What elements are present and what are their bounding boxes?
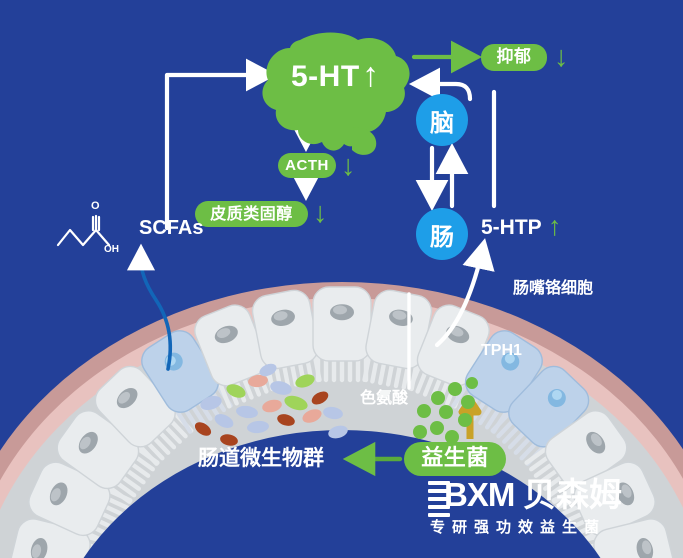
- arrow-brain-to-5ht: [408, 67, 473, 102]
- probiotic-dot: [466, 377, 478, 389]
- brain-node: 脑: [416, 94, 468, 146]
- acth-node: ACTH: [278, 153, 336, 178]
- probiotics-node: 益生菌: [404, 442, 506, 476]
- microbiome-dot: [248, 374, 268, 388]
- corticosteroid-down-arrow-icon: ↓: [313, 197, 328, 229]
- arrow-cell-to-5htp: [434, 238, 495, 348]
- depression-node: 抑郁: [481, 44, 547, 71]
- logo-tagline: 专研强功效益生菌: [430, 518, 607, 536]
- microbiome-dot: [214, 414, 234, 428]
- brand-logo: BXM 贝森姆 专研强功效益生菌: [428, 476, 660, 538]
- microbiome-dot: [270, 381, 292, 395]
- microbiome-dot: [302, 409, 322, 423]
- brain-label: 脑: [430, 108, 454, 137]
- htp-up-arrow-icon: ↑: [548, 211, 562, 241]
- scfas-label: SCFAs: [139, 217, 204, 239]
- probiotic-dot: [458, 413, 472, 427]
- microbiome-dot: [295, 374, 315, 388]
- serotonin-up-arrow-icon: ↑: [362, 56, 379, 94]
- probiotic-dot-cluster: [413, 377, 478, 444]
- corticosteroid-node: 皮质类固醇: [195, 201, 308, 227]
- probiotic-dot: [439, 405, 453, 419]
- probiotic-dot: [417, 404, 431, 418]
- probiotic-dot: [413, 425, 427, 439]
- microbiome-dot: [194, 422, 212, 436]
- depression-label: 抑郁: [496, 47, 532, 67]
- htp-label: 5-HTP: [481, 216, 542, 239]
- probiotic-dot: [461, 395, 475, 409]
- depression-down-arrow-icon: ↓: [554, 41, 569, 73]
- microbiome-dot: [247, 420, 269, 434]
- scfa-carbonyl-label: O: [91, 200, 100, 212]
- microbiome-dot: [262, 399, 282, 413]
- microbiome-dot: [200, 395, 222, 411]
- microbiome-dot: [311, 391, 329, 405]
- probiotic-dot: [430, 421, 444, 435]
- microbiome-dot: [226, 384, 246, 398]
- enterochromaffin-label: 肠嘴铬细胞: [513, 278, 594, 297]
- microbiome-dot: [277, 414, 295, 426]
- scfa-molecule-icon: [56, 214, 111, 247]
- epithelial-cell-layer: [10, 286, 674, 558]
- scfa-hydroxyl-label: OH: [104, 244, 119, 255]
- microbiome-dot: [323, 406, 343, 420]
- epithelial-cell: [312, 286, 372, 383]
- logo-mark-icon: [428, 481, 450, 521]
- serotonin-label: 5-HT: [291, 60, 360, 93]
- corticosteroid-label: 皮质类固醇: [210, 204, 293, 223]
- logo-brand-latin: BXM: [444, 476, 515, 513]
- microbiome-dot: [328, 425, 348, 439]
- microbiome-label: 肠道微生物群: [198, 446, 324, 470]
- intestine-arch: [0, 282, 683, 558]
- acth-label: ACTH: [285, 157, 329, 174]
- microbiome-dot: [284, 395, 308, 411]
- probiotics-label: 益生菌: [421, 446, 489, 471]
- probiotic-dot: [431, 391, 445, 405]
- microbiome-dot: [220, 434, 238, 446]
- gut-node: 肠: [416, 208, 468, 260]
- microbiome-dot-cluster: [194, 363, 348, 446]
- tph1-label: TPH1: [481, 342, 522, 359]
- epithelial-cell: [551, 461, 656, 547]
- tryptophan-label: 色氨酸: [360, 388, 409, 407]
- microbiome-dot: [236, 405, 258, 419]
- serotonin-brain-shape: [262, 32, 410, 155]
- probiotic-dot: [448, 382, 462, 396]
- logo-brand-cjk: 贝森姆: [523, 475, 622, 514]
- arrow-scfas-to-5ht: [164, 58, 278, 231]
- probiotic-dot: [445, 430, 459, 444]
- microbiome-dot: [259, 363, 277, 377]
- gut-label: 肠: [430, 222, 454, 251]
- acth-down-arrow-icon: ↓: [341, 150, 356, 182]
